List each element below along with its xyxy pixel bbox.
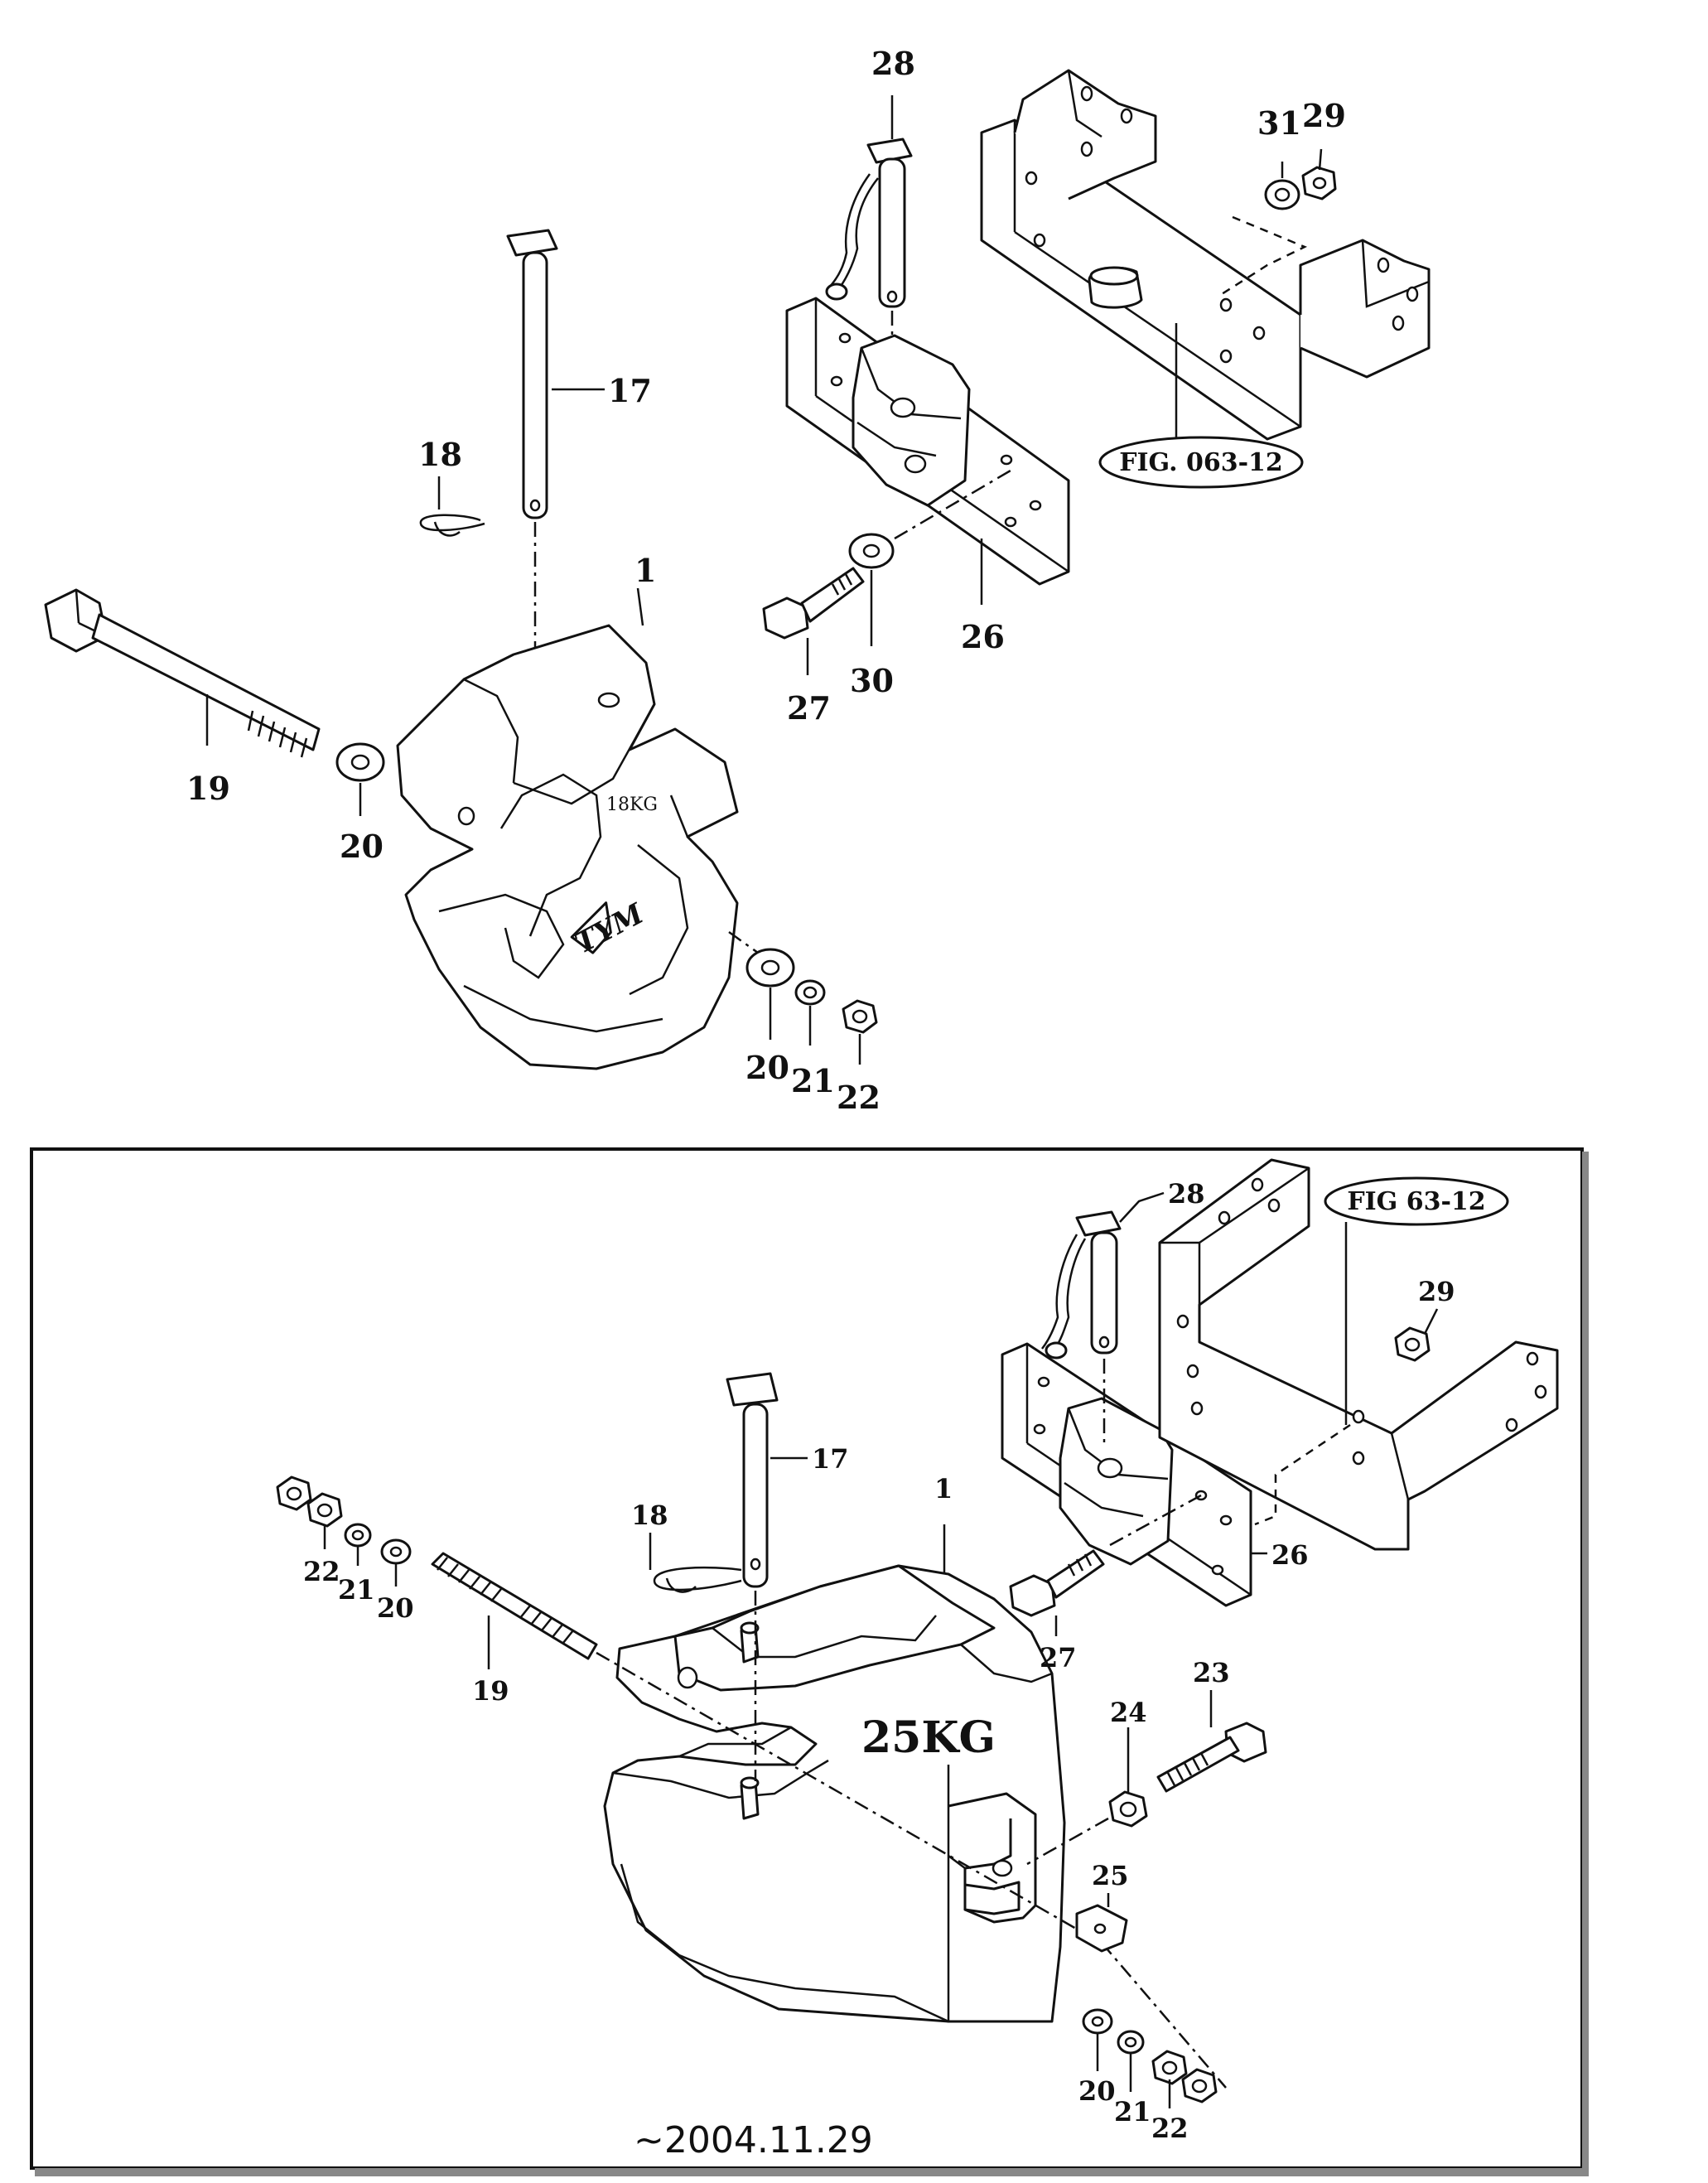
lower-left-nut-b xyxy=(306,1492,343,1528)
lower-left-washer xyxy=(380,1538,412,1565)
lower-left-lock-washer xyxy=(344,1523,372,1548)
upper-hex-nut xyxy=(842,999,878,1034)
lower-callout-17: 17 xyxy=(812,1443,849,1475)
upper-nut-29 xyxy=(1301,166,1337,200)
upper-lock-washer xyxy=(794,979,826,1006)
upper-callout-28: 28 xyxy=(871,45,915,82)
upper-callout-17: 17 xyxy=(608,372,652,409)
upper-callout-21: 21 xyxy=(791,1062,835,1099)
upper-support-frame xyxy=(980,69,1431,441)
lower-callout-22-right: 22 xyxy=(1151,2113,1189,2144)
lower-callout-26: 26 xyxy=(1271,1539,1309,1571)
upper-chain-pin xyxy=(825,138,913,402)
lower-callout-20-right: 20 xyxy=(1078,2075,1116,2107)
frame-shadow-bottom xyxy=(35,2168,1589,2176)
lower-right-lock-washer xyxy=(1117,2030,1145,2055)
lower-weight-label: 25KG xyxy=(861,1712,996,1763)
upper-washer-31 xyxy=(1264,179,1300,210)
upper-washer-30 xyxy=(848,533,895,569)
lower-chain-pin xyxy=(1041,1210,1122,1446)
upper-assembly: 18KG TYM xyxy=(44,69,1431,1070)
upper-callout-20-right: 20 xyxy=(745,1049,789,1086)
upper-figure-ref: FIG. 063-12 xyxy=(1119,448,1283,477)
lower-callout-24: 24 xyxy=(1110,1697,1147,1728)
upper-callout-31: 31 xyxy=(1257,104,1301,142)
upper-callout-29: 29 xyxy=(1302,97,1346,134)
upper-washer-left xyxy=(335,742,385,782)
lower-hitch-pin xyxy=(726,1372,779,1781)
lower-callout-29: 29 xyxy=(1418,1276,1455,1307)
upper-callout-27: 27 xyxy=(787,689,831,727)
lower-callout-19: 19 xyxy=(472,1675,509,1707)
lower-callout-20-left: 20 xyxy=(377,1592,414,1624)
upper-callout-18: 18 xyxy=(418,436,462,473)
upper-hitch-body xyxy=(396,624,739,1070)
lower-callout-21-left: 21 xyxy=(338,1574,375,1606)
lower-callout-18: 18 xyxy=(631,1500,668,1531)
upper-long-bolt xyxy=(44,588,321,758)
upper-callout-30: 30 xyxy=(850,662,894,699)
lower-stud xyxy=(431,1552,1227,2089)
lower-callout-23: 23 xyxy=(1193,1657,1230,1688)
lower-figure-ref-oval xyxy=(1324,1176,1509,1226)
upper-bracket-plate xyxy=(785,297,1070,586)
lower-bolt-23 xyxy=(1156,1722,1267,1793)
lower-nut-29 xyxy=(1394,1326,1431,1362)
lower-callout-21-right: 21 xyxy=(1114,2096,1151,2127)
lower-callout-28: 28 xyxy=(1168,1178,1205,1210)
upper-bolt xyxy=(762,567,865,640)
lower-right-washer xyxy=(1082,2008,1113,2035)
lower-right-nut-a xyxy=(1151,2050,1188,2085)
upper-weight-label: 18KG xyxy=(606,794,658,815)
lower-nut-24 xyxy=(1108,1790,1148,1828)
upper-callout-20-left: 20 xyxy=(340,828,384,865)
lower-bracket-plate xyxy=(1001,1342,1252,1607)
lower-assembly: 25KG xyxy=(276,1158,1559,2108)
upper-washer-right xyxy=(745,948,795,988)
lower-hitch-body xyxy=(603,1564,1066,2023)
upper-callout-19: 19 xyxy=(186,770,230,807)
upper-callout-22: 22 xyxy=(837,1079,881,1116)
lower-support-bracket xyxy=(1158,1158,1559,1551)
upper-callout-26: 26 xyxy=(961,618,1005,655)
upper-figure-ref-oval xyxy=(1098,436,1304,489)
lower-callout-25: 25 xyxy=(1092,1860,1129,1891)
upper-r-clip xyxy=(419,514,485,537)
lower-figure-ref: FIG 63-12 xyxy=(1347,1187,1485,1216)
upper-hitch-pin xyxy=(506,229,558,659)
lower-callout-1: 1 xyxy=(934,1473,953,1504)
lower-callout-22-left: 22 xyxy=(303,1556,340,1587)
upper-callout-1: 1 xyxy=(634,552,656,589)
lower-right-nut-b xyxy=(1181,2068,1218,2103)
date-range-label: ~2004.11.29 xyxy=(634,2119,873,2161)
frame-shadow-right xyxy=(1582,1152,1589,2172)
lower-left-nut-a xyxy=(276,1475,312,1511)
lower-r-clip xyxy=(653,1566,742,1593)
lower-callout-27: 27 xyxy=(1040,1642,1077,1673)
lower-square-plate-25 xyxy=(1075,1904,1128,1953)
lower-bolt-27 xyxy=(1009,1549,1105,1617)
